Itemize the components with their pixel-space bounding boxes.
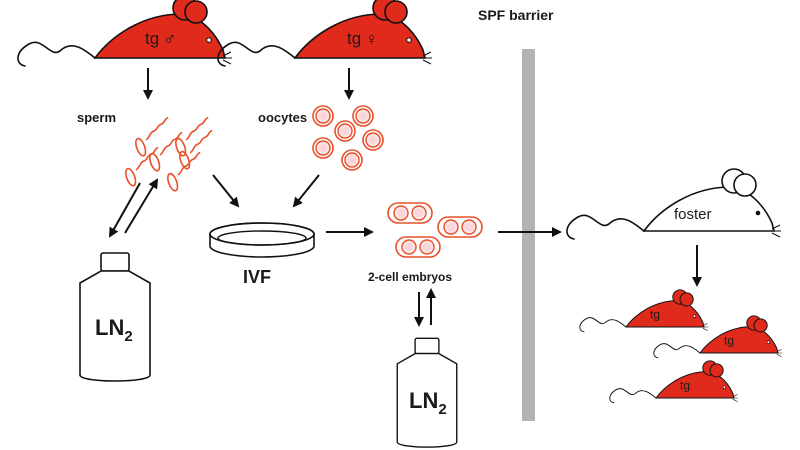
ln2-left-subscript: 2 [124, 328, 132, 345]
offspring-label: tg [680, 379, 690, 393]
male-transgenic-mouse: tg ♂ [17, 0, 233, 67]
arrow-ln2-to-sperm [124, 178, 159, 234]
female-transgenic-mouse: tg ♀ [217, 0, 433, 67]
arrow-oocytes-to-ivf [292, 174, 320, 208]
sperm-label: sperm [77, 110, 116, 125]
offspring-mouse: tg [579, 289, 709, 333]
foster-mouse: foster [566, 168, 782, 240]
ln2-bottom-subscript: 2 [438, 401, 446, 418]
male-mouse-label: tg [145, 29, 159, 48]
offspring-label: tg [724, 334, 734, 348]
ln2-bottom-text: LN [409, 388, 438, 413]
spf-barrier [522, 49, 535, 421]
offspring-mouse: tg [653, 315, 783, 359]
arrow-sperm-to-ivf [212, 174, 240, 208]
offspring-label: tg [650, 308, 660, 322]
offspring-mouse: tg [609, 360, 739, 404]
male-symbol-icon: ♂ [163, 29, 177, 49]
ln2-tank-bottom: LN2 [396, 337, 458, 448]
two-cell-embryos [387, 202, 483, 258]
arrow-sperm-to-ln2 [109, 182, 141, 238]
sperm-cells [120, 111, 214, 197]
ln2-left-text: LN [95, 315, 124, 340]
female-symbol-icon: ♀ [365, 29, 379, 49]
spf-barrier-label: SPF barrier [478, 7, 554, 23]
petri-dish-icon [209, 222, 315, 258]
ln2-tank-left: LN2 [79, 252, 151, 382]
oocyte-cells [312, 105, 384, 171]
female-mouse-label: tg [347, 29, 361, 48]
embryos-label: 2-cell embryos [368, 270, 452, 284]
svg-text:LN2: LN2 [95, 315, 133, 345]
oocytes-label: oocytes [258, 110, 307, 125]
foster-label: foster [674, 206, 712, 223]
ivf-label: IVF [243, 267, 271, 287]
svg-text:LN2: LN2 [409, 388, 447, 418]
